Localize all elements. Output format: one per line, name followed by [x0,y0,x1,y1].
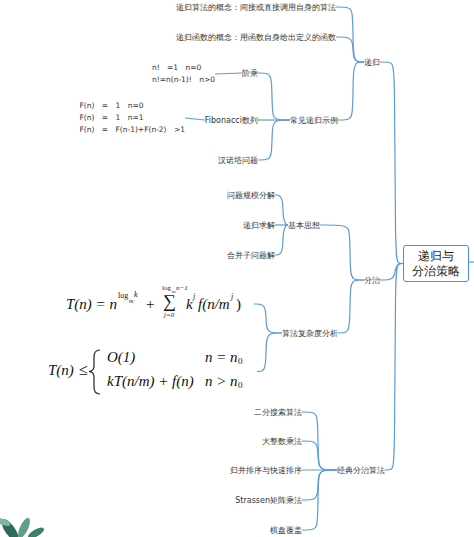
branch-line [257,333,282,372]
topic-label: 基本思想 [288,220,320,231]
branch-line [320,225,364,280]
leaf-decoration [0,516,46,537]
sub-topic: Strassen矩阵乘法 [235,495,302,506]
sub-topic: 递归函数的概念：用函数自身给出定义的函数 [176,32,336,43]
root-topic: 递归与 分治策略 [403,245,469,282]
sub-topic: 递归算法的概念：间接或直接调用自身的算法 [176,2,336,13]
branch-line [338,62,364,120]
formula-term: T(n) = n [66,297,117,312]
topic-label: 阶乘 [242,68,258,79]
topic-label: 汉诺塔问题 [218,155,258,166]
formula-line: n!=n(n-1)! n>0 [152,74,215,86]
formula-line: F(n) = 1 n=1 [80,112,186,124]
formula-term: n−1 [176,285,188,292]
sub-topic: 常见递归示例 [290,115,338,126]
sub-topic: 问题规模分解 [227,190,275,201]
topic-label: 递归算法的概念：间接或直接调用自身的算法 [176,2,336,13]
formula-term: ∑ [163,292,176,310]
formula-term: k [134,291,138,299]
sub-topic: 棋盘覆盖 [270,525,302,536]
topic-label: 常见递归示例 [290,115,338,126]
sub-topic: 二分搜索算法 [254,407,302,418]
formula-line: F(n) = 1 n=0 [80,100,186,112]
topic-label: 经典分治算法 [337,465,385,476]
sub-topic: 递归求解 [243,220,275,231]
branch-line [215,73,242,74]
main-topic: 递归 [364,57,380,68]
formula-term: n = n [205,350,238,365]
topic-label: 分治 [364,275,380,286]
topic-label: 递归 [364,57,380,68]
branch-line [302,412,337,470]
sub-topic: 阶乘 [242,68,258,79]
formula-note: F(n) = 1 n=0F(n) = 1 n=1F(n) = F(n-1)+F(… [80,100,186,136]
topic-label: 棋盘覆盖 [270,525,302,536]
sub-topic: 合并子问题解 [227,250,275,261]
formula-line: F(n) = F(n-1)+F(n-2) >1 [80,124,186,136]
topic-label: 递归函数的概念：用函数自身给出定义的函数 [176,32,336,43]
topic-label: Strassen矩阵乘法 [235,495,302,506]
branch-line [302,441,337,470]
branch-line [185,118,205,120]
branch-line [275,195,288,225]
branch-line [258,120,290,160]
formula-term: 0 [238,357,243,366]
main-topic: 分治 [364,275,380,286]
formula-term: ) [236,297,241,312]
main-topic: 经典分治算法 [337,465,385,476]
topic-label: 合并子问题解 [227,250,275,261]
formula-term: j [193,293,195,301]
formula-term: + [146,297,154,312]
formula-term: log [118,292,128,300]
sub-topic: 汉诺塔问题 [218,155,258,166]
branch-line [338,280,364,333]
formula-term: O(1) [107,350,135,365]
sub-topic: 算法复杂度分析 [282,328,338,339]
branch-line [336,37,364,62]
branch-line [275,225,288,255]
branch-line [302,470,337,530]
root-stub-line [469,261,474,262]
topic-label: 递归与 分治策略 [408,249,464,279]
formula-image: T(n) = nlogmk+logmn−1∑j=0kjf(n/mj) [62,285,254,323]
formula-term: m [129,298,133,304]
formula-term: n > n [205,374,238,389]
topic-label: 二分搜索算法 [254,407,302,418]
branch-line [380,264,403,281]
formula-term: j=0 [164,312,174,319]
formula-term: j [231,293,233,301]
formula-term: 0 [238,381,243,390]
topic-label: 归并排序与快速排序 [230,465,302,476]
formula-note: n! =1 n=0n!=n(n-1)! n>0 [152,62,215,86]
sub-topic: 基本思想 [288,220,320,231]
branch-line [380,62,403,264]
topic-label: 问题规模分解 [227,190,275,201]
formula-term: T(n) [48,363,74,378]
branch-line [258,73,290,120]
formula-term: k [186,297,193,312]
topic-label: 算法复杂度分析 [282,328,338,339]
formula-image: T(n)≤O(1)n = n0kT(n/m) + f(n)n > n0 [45,343,257,400]
sub-topic: Fibonacci数列 [205,115,258,126]
formula-term: log [162,285,171,292]
formula-line: n! =1 n=0 [152,62,215,74]
branch-line [385,264,403,471]
topic-label: 递归求解 [243,220,275,231]
branch-line [336,7,364,62]
formula-term: kT(n/m) + f(n) [107,374,194,389]
topic-label: 大整数乘法 [262,436,302,447]
formula-term: f(n/m [198,297,230,312]
sub-topic: 归并排序与快速排序 [230,465,302,476]
branch-line [254,304,282,333]
sub-topic: 大整数乘法 [262,436,302,447]
formula-term: ≤ [79,362,88,378]
topic-label: Fibonacci数列 [205,115,258,126]
